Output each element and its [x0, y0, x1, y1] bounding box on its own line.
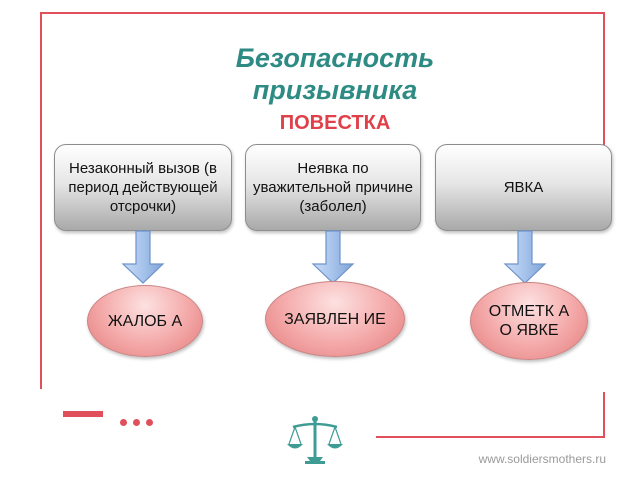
oval-attendance-mark-label: ОТМЕТК А О ЯВКЕ — [488, 303, 570, 339]
box-excused-absence-label: Неявка по уважительной причине (заболел) — [252, 160, 413, 215]
oval-statement: ЗАЯВЛЕН ИЕ — [265, 281, 405, 357]
oval-complaint-label: ЖАЛОБ А — [107, 312, 183, 330]
decorative-dot — [120, 419, 127, 426]
frame-left-line — [40, 12, 42, 389]
arrow-down-icon — [121, 230, 165, 284]
arrow-down-icon — [311, 230, 355, 284]
box-excused-absence: Неявка по уважительной причине (заболел) — [245, 144, 421, 231]
decorative-dot — [133, 419, 140, 426]
oval-attendance-mark: ОТМЕТК А О ЯВКЕ — [470, 282, 588, 360]
frame-top-line — [40, 12, 605, 14]
arrow-down-icon — [503, 230, 547, 284]
decorative-dash — [63, 411, 103, 417]
box-illegal-summons-label: Незаконный вызов (в период действующей о… — [68, 160, 218, 215]
box-appearance-label: ЯВКА — [503, 179, 544, 196]
scales-of-justice-icon — [287, 416, 343, 464]
decorative-dot — [146, 419, 153, 426]
slide-subtitle: ПОВЕСТКА — [279, 112, 391, 134]
oval-complaint: ЖАЛОБ А — [87, 285, 203, 357]
frame-right-line-lower — [603, 392, 605, 437]
box-illegal-summons: Незаконный вызов (в период действующей о… — [54, 144, 232, 231]
box-appearance: ЯВКА — [435, 144, 612, 231]
frame-right-line-upper — [603, 12, 605, 184]
footer-url: www.soldiersmothers.ru — [478, 452, 606, 466]
slide-title: Безопасность призывника — [235, 43, 435, 105]
oval-statement-label: ЗАЯВЛЕН ИЕ — [284, 310, 386, 328]
frame-bottom-line — [376, 436, 605, 438]
